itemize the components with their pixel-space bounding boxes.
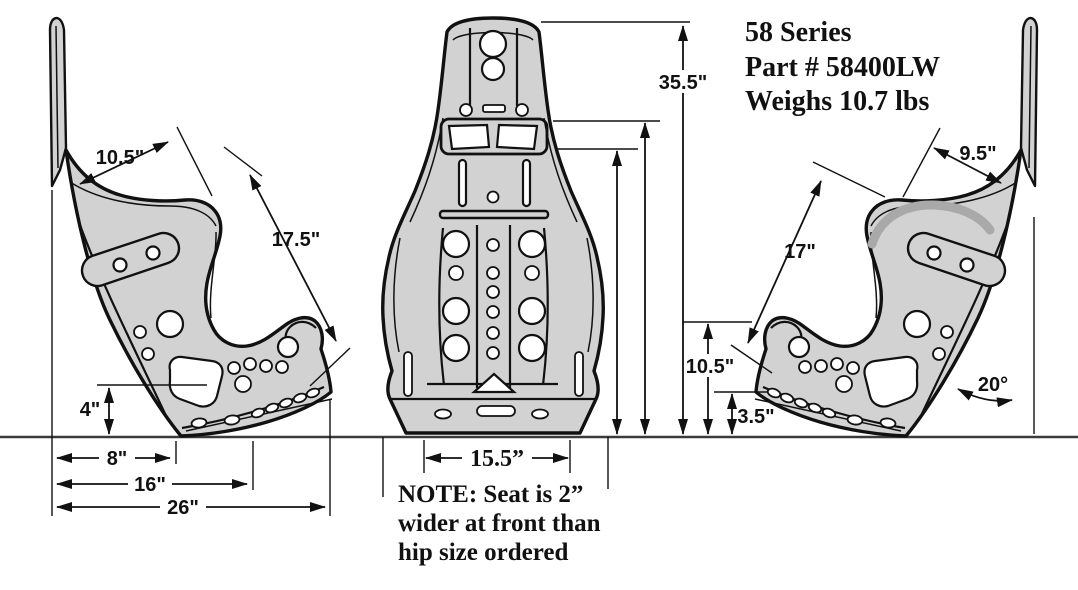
right-flange-height-label: 3.5" bbox=[737, 406, 774, 428]
flange-hole bbox=[531, 408, 549, 420]
shoulder-hole bbox=[515, 103, 529, 117]
back-band-line bbox=[78, 224, 169, 421]
belt-slot-right bbox=[495, 123, 539, 151]
dim-front-total-height: 35.5" bbox=[541, 21, 713, 435]
right-side-view bbox=[753, 16, 1039, 438]
left-top-width-label: 10.5" bbox=[96, 147, 144, 169]
rear-strip bbox=[48, 16, 68, 188]
flange-hole bbox=[434, 408, 452, 420]
thigh-cutout bbox=[168, 355, 224, 408]
side-pill-slot bbox=[574, 351, 584, 397]
left-rear-height-label: 4" bbox=[80, 399, 101, 421]
part-number: Part # 58400LW bbox=[745, 52, 940, 83]
dim-front-bottom-width: 15.5” bbox=[382, 437, 609, 497]
lap-slot-right bbox=[521, 158, 532, 208]
shoulder-shading bbox=[867, 200, 995, 249]
dim-left-rear-height: 4" bbox=[80, 384, 207, 435]
right-back-length-label: 17" bbox=[784, 241, 816, 263]
side-contour bbox=[586, 237, 594, 353]
side-contour bbox=[543, 117, 578, 223]
right-bottom-height-label: 10.5" bbox=[686, 356, 734, 378]
dim-right-top-width: 9.5" bbox=[902, 127, 1002, 198]
back-hole bbox=[486, 190, 500, 204]
front-bottom-width-label: 15.5” bbox=[470, 446, 524, 472]
belt-slot-left bbox=[447, 123, 491, 151]
title-block: 58 Series Part # 58400LW Weighs 10.7 lbs bbox=[745, 17, 940, 117]
shoulder-inner-line bbox=[69, 181, 217, 227]
front-total-height-label: 35.5" bbox=[659, 72, 707, 94]
shoulder-hole bbox=[459, 103, 473, 117]
lap-slot-left bbox=[457, 158, 468, 208]
side-contour bbox=[393, 237, 401, 353]
series-title: 58 Series bbox=[745, 17, 852, 48]
head-hole bbox=[478, 29, 508, 59]
left-depth-front-label: 8" bbox=[107, 448, 128, 470]
dim-right-flange-height: 3.5" bbox=[714, 391, 775, 435]
pan-triangle bbox=[471, 372, 517, 394]
note-block: NOTE: Seat is 2” wider at front than hip… bbox=[398, 481, 601, 566]
front-view bbox=[381, 16, 605, 435]
dim-right-back-length: 17" bbox=[730, 161, 886, 374]
side-contour bbox=[409, 117, 444, 223]
note-line-2: wider at front than bbox=[398, 510, 601, 537]
head-hole bbox=[480, 56, 506, 82]
left-depth-mid-label: 16" bbox=[134, 474, 166, 496]
bracket-bolt-hole bbox=[112, 257, 128, 273]
right-top-width-label: 9.5" bbox=[959, 143, 996, 165]
left-depth-total-label: 26" bbox=[167, 497, 199, 519]
cross-bar bbox=[438, 209, 550, 220]
channel-outer-left bbox=[438, 227, 446, 386]
hole-pattern bbox=[133, 309, 321, 429]
dim-left-top-width: 10.5" bbox=[79, 126, 213, 197]
left-side-view bbox=[48, 16, 333, 438]
dim-right-recline-angle: 20° bbox=[957, 217, 1035, 434]
dim-left-back-length: 17.5" bbox=[223, 146, 351, 387]
side-pill-slot bbox=[403, 351, 413, 397]
rear-strip-inner-line bbox=[55, 25, 59, 169]
left-back-length-label: 17.5" bbox=[272, 229, 320, 251]
dim-right-bottom-height: 10.5" bbox=[683, 321, 752, 435]
dim-belt-slot-heights bbox=[553, 120, 660, 435]
dim-left-depths: 8" 16" 26" bbox=[51, 190, 331, 519]
note-line-3: hip size ordered bbox=[398, 539, 568, 566]
backrest-inner-line bbox=[209, 231, 217, 319]
weight-text: Weighs 10.7 lbs bbox=[745, 86, 929, 117]
bracket-bolt-hole bbox=[145, 245, 161, 261]
right-recline-angle-label: 20° bbox=[978, 374, 1008, 396]
flange-slot bbox=[476, 405, 516, 417]
hole-pattern bbox=[441, 229, 547, 363]
note-line-1: NOTE: Seat is 2” bbox=[398, 481, 583, 508]
shoulder-slot bbox=[482, 104, 506, 113]
